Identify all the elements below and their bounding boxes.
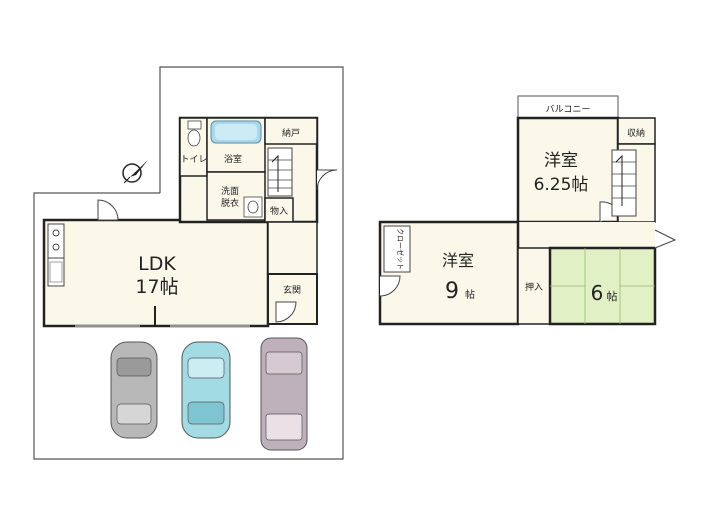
room2-size-num: 9 bbox=[445, 279, 459, 304]
bathtub-icon bbox=[210, 120, 262, 144]
car-icon bbox=[110, 341, 158, 439]
toilet-icon bbox=[187, 120, 202, 147]
room1-name-label: 洋室 bbox=[544, 151, 578, 171]
bath-label: 浴室 bbox=[224, 153, 242, 165]
sink-icon bbox=[243, 196, 263, 218]
room-nando bbox=[264, 117, 318, 145]
car-icon bbox=[181, 341, 231, 439]
ldk-size-label: 17帖 bbox=[135, 276, 178, 298]
tatami-size-unit: 帖 bbox=[607, 290, 618, 303]
oshiire-label: 押入 bbox=[525, 281, 543, 293]
lot-boundary bbox=[33, 66, 344, 460]
toilet-label: トイレ bbox=[180, 155, 207, 165]
washroom-label-2: 脱衣 bbox=[221, 197, 239, 209]
room2-size-unit: 帖 bbox=[465, 288, 475, 301]
kitchen-icon bbox=[47, 223, 65, 287]
hallway bbox=[267, 221, 318, 275]
closet-label: クローゼット bbox=[396, 228, 405, 270]
floor-1: LDK 17帖 トイレ 浴室 納戸 洗面 脱衣 物入 bbox=[33, 66, 344, 460]
room2-name-label: 洋室 bbox=[442, 251, 474, 270]
storage2-label: 収納 bbox=[627, 127, 645, 139]
compass-icon bbox=[122, 160, 148, 184]
car-icon bbox=[260, 337, 308, 451]
balcony-label: バルコニー bbox=[546, 104, 591, 115]
ldk-label: LDK bbox=[138, 253, 176, 275]
room1-size-label: 6.25帖 bbox=[534, 175, 589, 195]
stair-icon bbox=[611, 143, 656, 223]
entrance-label: 玄関 bbox=[283, 284, 301, 296]
tatami-lines bbox=[550, 248, 655, 324]
room-oshiire bbox=[517, 247, 551, 325]
floor-2: バルコニー 洋室 6.25帖 収納 クローゼット 洋室 9 帖 押 bbox=[378, 95, 677, 326]
washroom-label-1: 洗面 bbox=[221, 185, 239, 197]
room-storage bbox=[264, 197, 294, 223]
nando-label: 納戸 bbox=[282, 127, 300, 139]
storage-label: 物入 bbox=[270, 205, 288, 217]
room-closet bbox=[383, 225, 411, 273]
tatami-size-num: 6 bbox=[591, 281, 604, 305]
room-entrance bbox=[267, 273, 318, 325]
stair-icon bbox=[267, 147, 293, 197]
